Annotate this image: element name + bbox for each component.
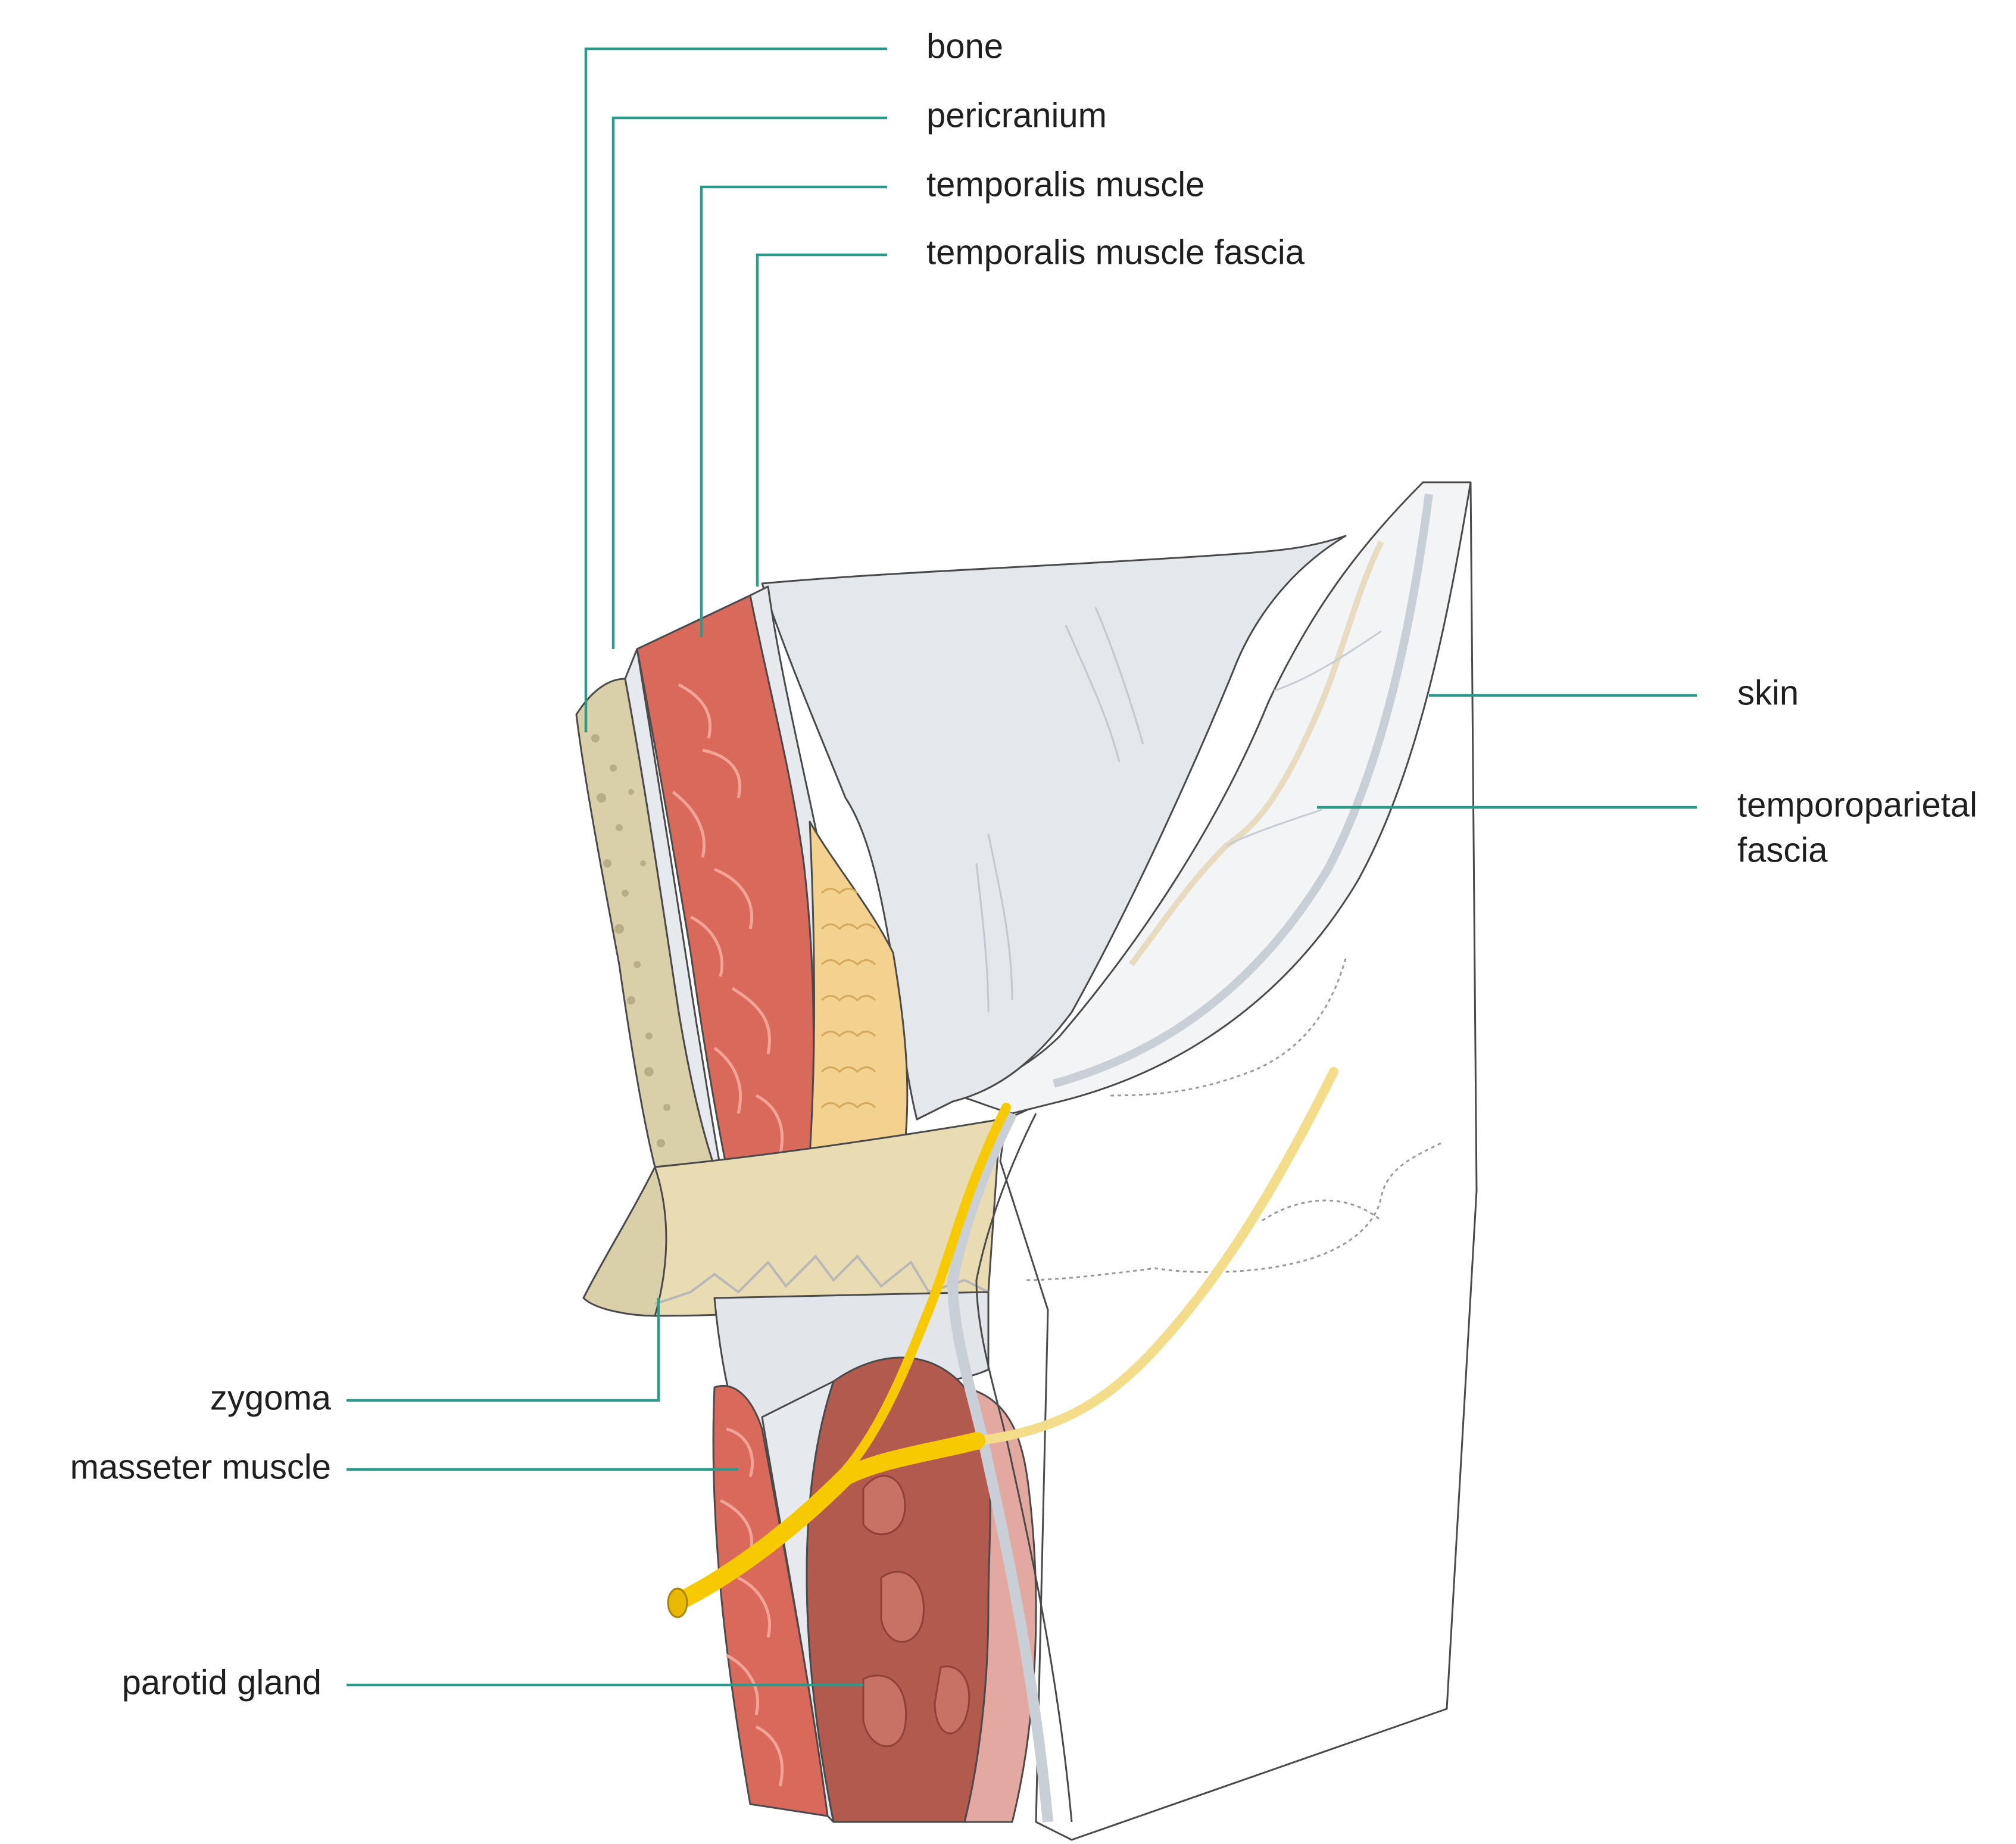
label-skin: skin	[1737, 673, 1799, 712]
label-masseter-muscle: masseter muscle	[70, 1447, 331, 1486]
ear-outline-lower	[1262, 1199, 1382, 1222]
facial-nerve-cut-end	[667, 1587, 688, 1618]
frontal-nerve-branch	[841, 1103, 1011, 1475]
superficial-temporal-vessel	[1128, 540, 1384, 966]
leader-line-bone	[584, 47, 887, 732]
label-temporoparietal-line1: temporoparietal	[1737, 785, 1977, 824]
temporoparietal-fascia-layer	[1053, 494, 1433, 1088]
cheek-skin-edge-outline	[975, 1113, 1073, 1823]
labels: bone pericranium temporalis muscle tempo…	[70, 27, 1977, 1702]
masseter-striations	[719, 1427, 784, 1787]
cheek-skin-edge	[947, 1110, 1053, 1823]
label-pericranium: pericranium	[926, 96, 1107, 135]
masseter-origin-fringe	[654, 1254, 989, 1305]
bone-trabeculae	[591, 734, 670, 1147]
parotid-lobules	[862, 1475, 970, 1748]
leader-line-temporalis-muscle-fascia	[756, 253, 887, 586]
label-parotid-gland: parotid gland	[122, 1663, 322, 1702]
label-zygoma: zygoma	[210, 1378, 332, 1417]
flap-vein-a	[1226, 630, 1382, 847]
leader-line-zygoma	[347, 1298, 660, 1402]
leader-line-temporalis-muscle	[700, 185, 887, 637]
label-temporalis-muscle-fascia: temporalis muscle fascia	[926, 233, 1305, 272]
temporal-fat-pad	[809, 820, 909, 1156]
temporalis-fascia-sheet	[761, 535, 1347, 1121]
zygoma-section	[582, 1166, 667, 1317]
leader-lines	[347, 47, 1697, 1687]
fascia-fold-lines	[975, 607, 1144, 1013]
temporalis-muscle-striations	[672, 683, 784, 1156]
label-temporoparietal-line2: fascia	[1737, 831, 1828, 869]
fat-lobules	[820, 888, 876, 1109]
facial-nerve-trunk	[670, 1432, 985, 1611]
label-bone: bone	[926, 27, 1003, 65]
leader-line-pericranium	[611, 116, 887, 649]
zygomatic-nerve-branch	[972, 1067, 1338, 1446]
ear-outline	[1023, 958, 1441, 1281]
label-temporalis-muscle: temporalis muscle	[926, 165, 1204, 204]
illustration	[575, 481, 1478, 1841]
